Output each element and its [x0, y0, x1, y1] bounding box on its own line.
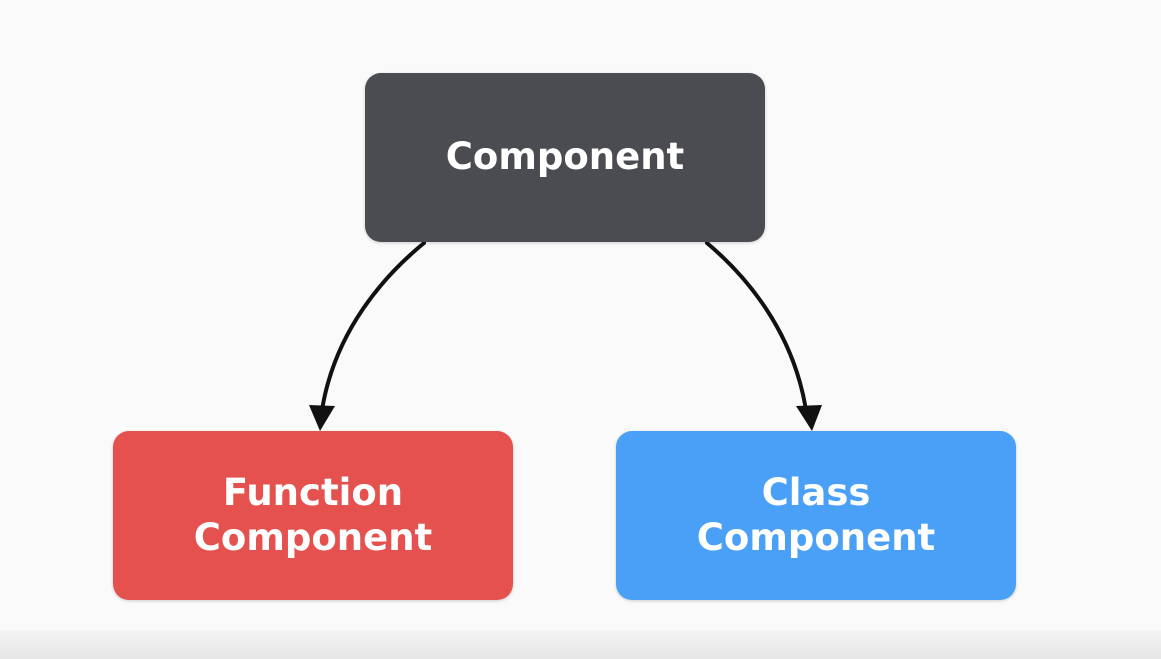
edge-root-to-class: [705, 241, 808, 412]
class-component-label: Class Component: [696, 471, 936, 559]
function-component-label: Function Component: [193, 471, 433, 559]
bottom-strip: [0, 630, 1161, 659]
edge-root-to-function: [320, 241, 426, 412]
component-label: Component: [445, 135, 685, 179]
component-node: Component: [365, 73, 765, 242]
class-component-node: Class Component: [616, 431, 1016, 600]
arrowhead-function: [309, 405, 335, 431]
arrowhead-class: [796, 405, 822, 431]
diagram-canvas: Component Function Component Class Compo…: [113, 73, 1016, 600]
function-component-node: Function Component: [113, 431, 513, 600]
